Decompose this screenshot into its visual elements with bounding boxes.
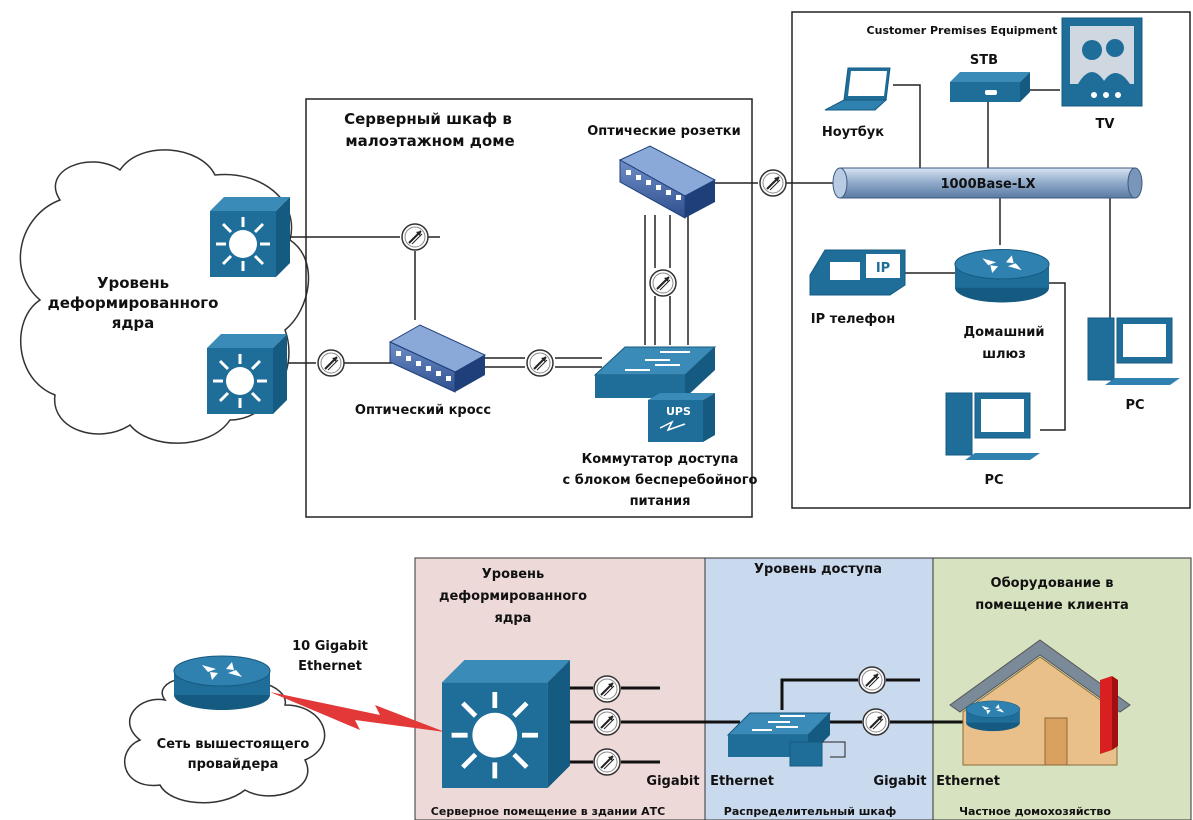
access-switch-label-3: питания bbox=[630, 494, 691, 509]
cabinet-title-line-1: Серверный шкаф в bbox=[344, 110, 512, 128]
wan-link-bolt-icon bbox=[270, 692, 445, 732]
cpe-box bbox=[791, 11, 1191, 509]
core-switch-upper-icon bbox=[210, 196, 290, 278]
zone-core-title-3: ядра bbox=[495, 611, 532, 626]
ups-badge: UPS bbox=[666, 405, 691, 418]
server-cabinet-box bbox=[305, 98, 753, 518]
cloud-label-line-2: деформированного bbox=[48, 294, 219, 312]
gateway-label-2: шлюз bbox=[982, 347, 1026, 362]
ip-phone-icon bbox=[809, 249, 906, 296]
link-label-1: 10 Gigabit bbox=[292, 639, 368, 654]
tv-label: TV bbox=[1096, 117, 1115, 132]
zone-core-title-1: Уровень bbox=[482, 567, 545, 582]
coupler-icon bbox=[862, 708, 890, 736]
coupler-icon bbox=[858, 666, 886, 694]
home-router-icon bbox=[965, 700, 1021, 732]
ups-icon bbox=[648, 393, 715, 442]
zone-client-title-2: помещение клиента bbox=[975, 598, 1129, 613]
provider-label-1: Сеть вышестоящего bbox=[157, 737, 310, 752]
optical-sockets-panel-icon bbox=[618, 145, 717, 219]
house-icon bbox=[949, 639, 1131, 766]
laptop-label: Ноутбук bbox=[822, 125, 884, 140]
stb-label: STB bbox=[970, 53, 998, 68]
cloud-label-line-3: ядра bbox=[112, 314, 155, 332]
coupler-icon bbox=[593, 748, 621, 776]
footer-access: Распределительный шкаф bbox=[724, 805, 897, 818]
stb-icon bbox=[950, 72, 1030, 102]
gigabit-label-1a: Gigabit bbox=[646, 774, 699, 789]
coupler-icon bbox=[593, 708, 621, 736]
zone-core-title-2: деформированного bbox=[439, 589, 587, 604]
laptop-icon bbox=[824, 67, 891, 111]
provider-router-icon bbox=[173, 655, 271, 711]
coupler-icon bbox=[759, 169, 787, 197]
coupler-icon bbox=[317, 349, 345, 377]
access-switch-label-2: с блоком бесперебойного bbox=[563, 473, 758, 488]
cloud-label-line-1: Уровень bbox=[97, 274, 169, 292]
pc-right-icon bbox=[1087, 317, 1180, 385]
provider-label-2: провайдера bbox=[188, 757, 279, 772]
core-switch-icon bbox=[442, 660, 570, 788]
access-switch-label-1: Коммутатор доступа bbox=[582, 452, 739, 467]
zone-access-title: Уровень доступа bbox=[754, 562, 882, 577]
tv-icon bbox=[1061, 17, 1143, 107]
pc-bottom-label: PC bbox=[984, 473, 1003, 488]
ip-badge: IP bbox=[876, 261, 890, 276]
gigabit-label-2a: Gigabit bbox=[873, 774, 926, 789]
coupler-icon bbox=[649, 269, 677, 297]
cpe-links bbox=[893, 84, 1111, 431]
optical-sockets-label: Оптические розетки bbox=[587, 124, 740, 139]
cabinet-links bbox=[288, 182, 840, 368]
home-gateway-router-icon bbox=[954, 249, 1050, 303]
distribution-switch-icon bbox=[726, 712, 846, 767]
pc-bottom-icon bbox=[945, 392, 1040, 460]
gigabit-label-1b: Ethernet bbox=[710, 774, 774, 789]
access-switch-icon bbox=[593, 346, 717, 398]
cabinet-title-line-2: малоэтажном доме bbox=[345, 132, 514, 150]
ip-phone-label: IP телефон bbox=[811, 312, 895, 327]
coupler-icon bbox=[526, 349, 554, 377]
coupler-icon bbox=[401, 223, 429, 251]
gateway-label-1: Домашний bbox=[964, 325, 1045, 340]
zone-client-title-1: Оборудование в bbox=[991, 576, 1114, 591]
footer-client: Частное домохозяйство bbox=[959, 805, 1111, 818]
core-links bbox=[570, 678, 970, 764]
bus-label: 1000Base-LX bbox=[940, 177, 1035, 192]
link-label-2: Ethernet bbox=[298, 659, 362, 674]
optical-cross-icon bbox=[388, 324, 487, 393]
footer-core: Серверное помещение в здании АТС bbox=[431, 805, 665, 818]
cpe-title: Customer Premises Equipment bbox=[867, 24, 1058, 37]
bus-1000base-lx bbox=[832, 167, 1143, 199]
zone-access bbox=[704, 557, 934, 820]
gigabit-label-2b: Ethernet bbox=[936, 774, 1000, 789]
core-switch-lower-icon bbox=[207, 333, 287, 415]
optical-cross-label: Оптический кросс bbox=[355, 403, 491, 418]
pc-right-label: PC bbox=[1125, 398, 1144, 413]
coupler-icon bbox=[593, 675, 621, 703]
